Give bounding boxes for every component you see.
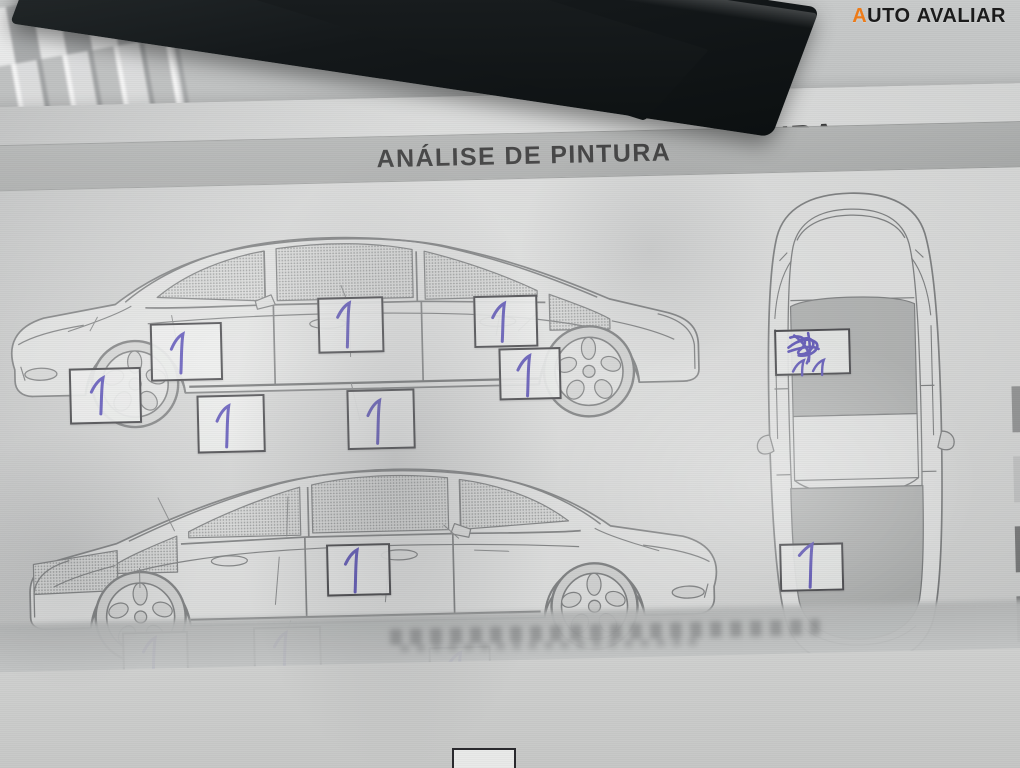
- diagram-plate: 1 2 3 4: [0, 170, 1020, 768]
- annotation-box[interactable]: [196, 394, 266, 454]
- annotation-box[interactable]: [149, 322, 224, 382]
- annotation-box[interactable]: [346, 388, 416, 451]
- handwritten-mark: [71, 369, 140, 423]
- annotation-box[interactable]: [779, 541, 845, 592]
- brand-logo: AUTO AVALIAR: [852, 5, 1006, 28]
- annotation-box[interactable]: [473, 294, 539, 349]
- logo-text-auto: UTO: [867, 5, 917, 27]
- legend-swatch-2[interactable]: 2: [1013, 455, 1020, 503]
- handwritten-mark: [152, 324, 221, 380]
- annotation-box[interactable]: [498, 347, 562, 401]
- annotation-box[interactable]: [68, 366, 143, 425]
- handwritten-mark: [781, 541, 842, 589]
- handwritten-mark: [319, 298, 382, 351]
- handwritten-mark: [500, 349, 559, 398]
- section-title: ANÁLISE DE PINTURA: [376, 137, 672, 173]
- annotation-box[interactable]: [317, 296, 385, 354]
- handwritten-mark: [199, 396, 264, 451]
- handwritten-mark: [348, 391, 413, 448]
- annotation-box[interactable]: [325, 543, 392, 597]
- handwritten-mark: [475, 297, 536, 346]
- annotation-box-scribbled[interactable]: [774, 328, 852, 377]
- legend-swatch-3[interactable]: 3: [1014, 525, 1020, 573]
- handwritten-scribble: [776, 330, 849, 377]
- legend-swatch-1[interactable]: 1: [1011, 385, 1020, 433]
- annotation-box-partial[interactable]: [452, 748, 516, 768]
- inspection-sheet: TURA E ESTRUTURA ANÁLISE DE PINTURA: [0, 81, 1020, 768]
- handwritten-mark: [328, 545, 389, 594]
- rear-wheel: [542, 325, 636, 418]
- logo-text-avaliar: AVALIAR: [916, 5, 1006, 27]
- logo-accent-letter: A: [852, 5, 868, 27]
